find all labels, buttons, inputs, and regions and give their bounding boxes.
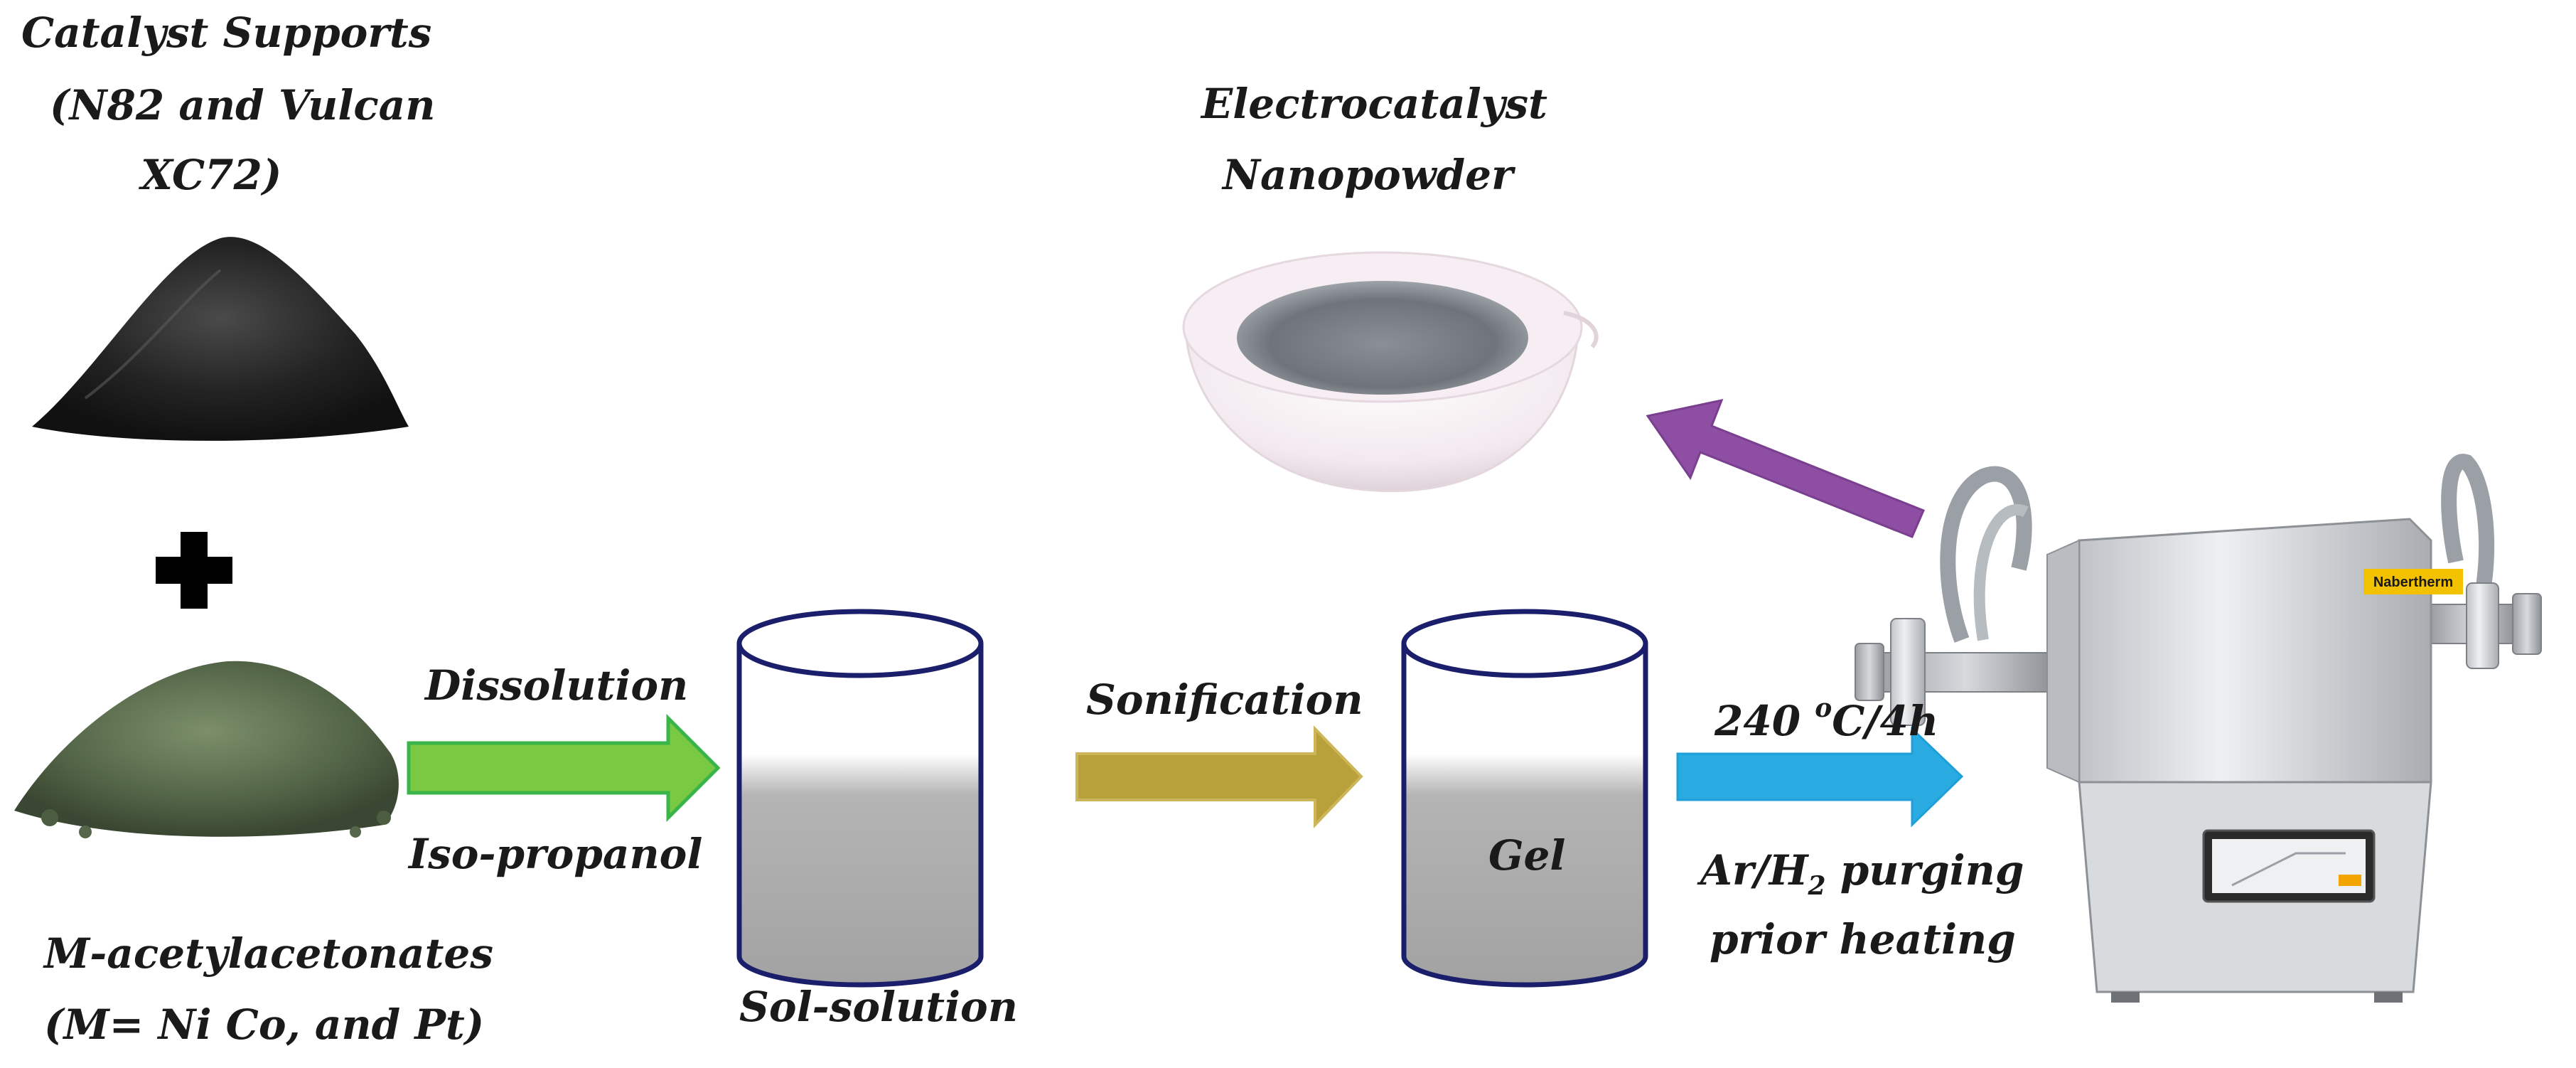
dissolution-arrow (407, 713, 721, 823)
dissolution-label: Dissolution (425, 661, 689, 710)
sonification-label: Sonification (1086, 675, 1363, 724)
product-label-line2: Nanopowder (1223, 151, 1513, 199)
purging-subscript: 2 (1808, 870, 1826, 901)
temperature-label: 240 oC/4h (1714, 693, 1939, 747)
product-arrow (1646, 398, 1925, 538)
furnace-brand: Nabertherm (2373, 575, 2453, 590)
gel-beaker-icon (1401, 609, 1648, 988)
plus-icon (156, 532, 232, 609)
temperature-value: 240 (1714, 697, 1815, 745)
green-precursor-pile-icon (14, 661, 399, 838)
purging-label-line2: prior heating (1710, 915, 2016, 963)
purging-label-line1: Ar/H2 purging (1700, 845, 2024, 901)
supports-label-line3: XC72) (141, 151, 282, 199)
degree-symbol: o (1815, 693, 1832, 723)
precursor-label-line2: (M= Ni Co, and Pt) (44, 1000, 485, 1049)
carbon-powder-pile-icon (32, 237, 409, 441)
temperature-unit: C/4h (1832, 697, 1939, 745)
supports-label-line2: (N82 and Vulcan (50, 81, 436, 129)
purging-gas: Ar/H (1700, 846, 1808, 895)
heating-arrow (1676, 726, 1964, 828)
tube-furnace-icon: Nabertherm (1855, 454, 2542, 1003)
gel-label: Gel (1488, 831, 1566, 880)
precursor-label-line1: M-acetylacetonates (44, 929, 493, 978)
purging-text: purging (1825, 846, 2024, 895)
sol-solution-beaker-icon (736, 609, 984, 988)
product-label-line1: Electrocatalyst (1201, 80, 1547, 128)
crucible-icon (1182, 251, 1599, 493)
sol-solution-label: Sol-solution (739, 983, 1018, 1031)
solvent-label: Iso-propanol (409, 830, 703, 878)
supports-label-line1: Catalyst Supports (21, 9, 432, 57)
sonification-arrow (1075, 725, 1363, 828)
